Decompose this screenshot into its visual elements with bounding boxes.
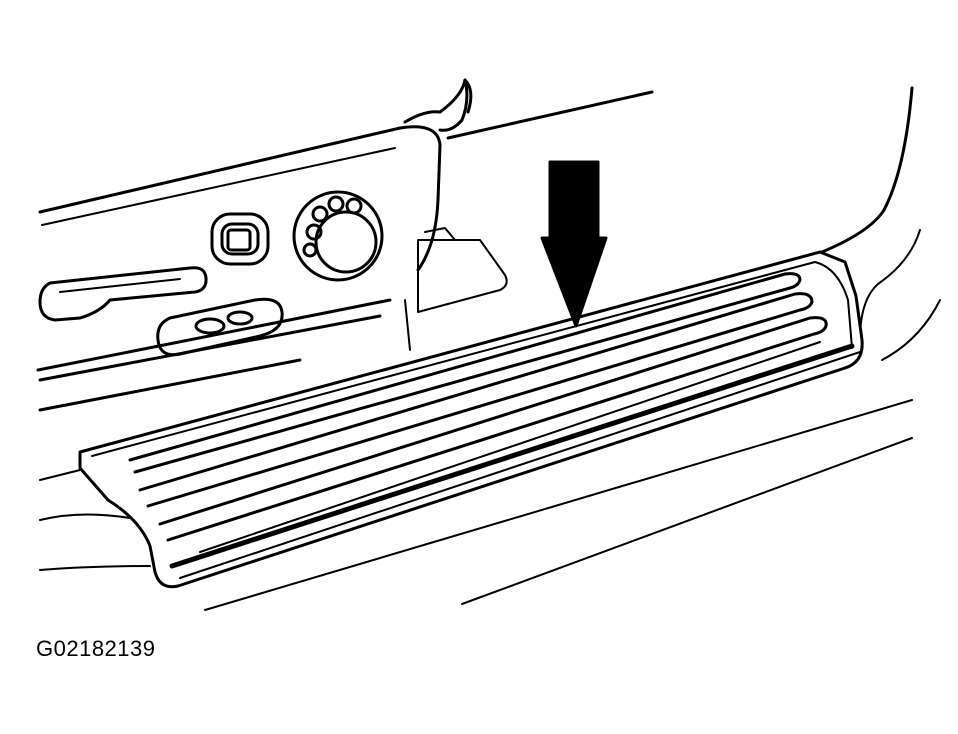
scuff-plate: [78, 250, 864, 589]
scuff-plate-rib: [158, 316, 828, 542]
door-pillar: [820, 86, 914, 254]
figure-id-label: G02182139: [36, 636, 156, 661]
seat-slider-switch: [38, 266, 208, 322]
scuff-plate-outline: [78, 250, 864, 589]
adjustment-knob: [292, 190, 384, 282]
seat-back-outline: [403, 78, 469, 132]
floor-lines: [39, 399, 913, 611]
scuff-plate-rib: [138, 292, 814, 508]
seat-lower-switch: [156, 297, 284, 357]
seat-cushion-edge: [38, 125, 442, 272]
down-arrow-icon: [540, 160, 608, 328]
scuff-plate-rib: [128, 272, 802, 474]
scuff-plate-rib: [199, 341, 821, 553]
seat-side-panel: [36, 78, 654, 412]
memory-button: [210, 212, 270, 266]
